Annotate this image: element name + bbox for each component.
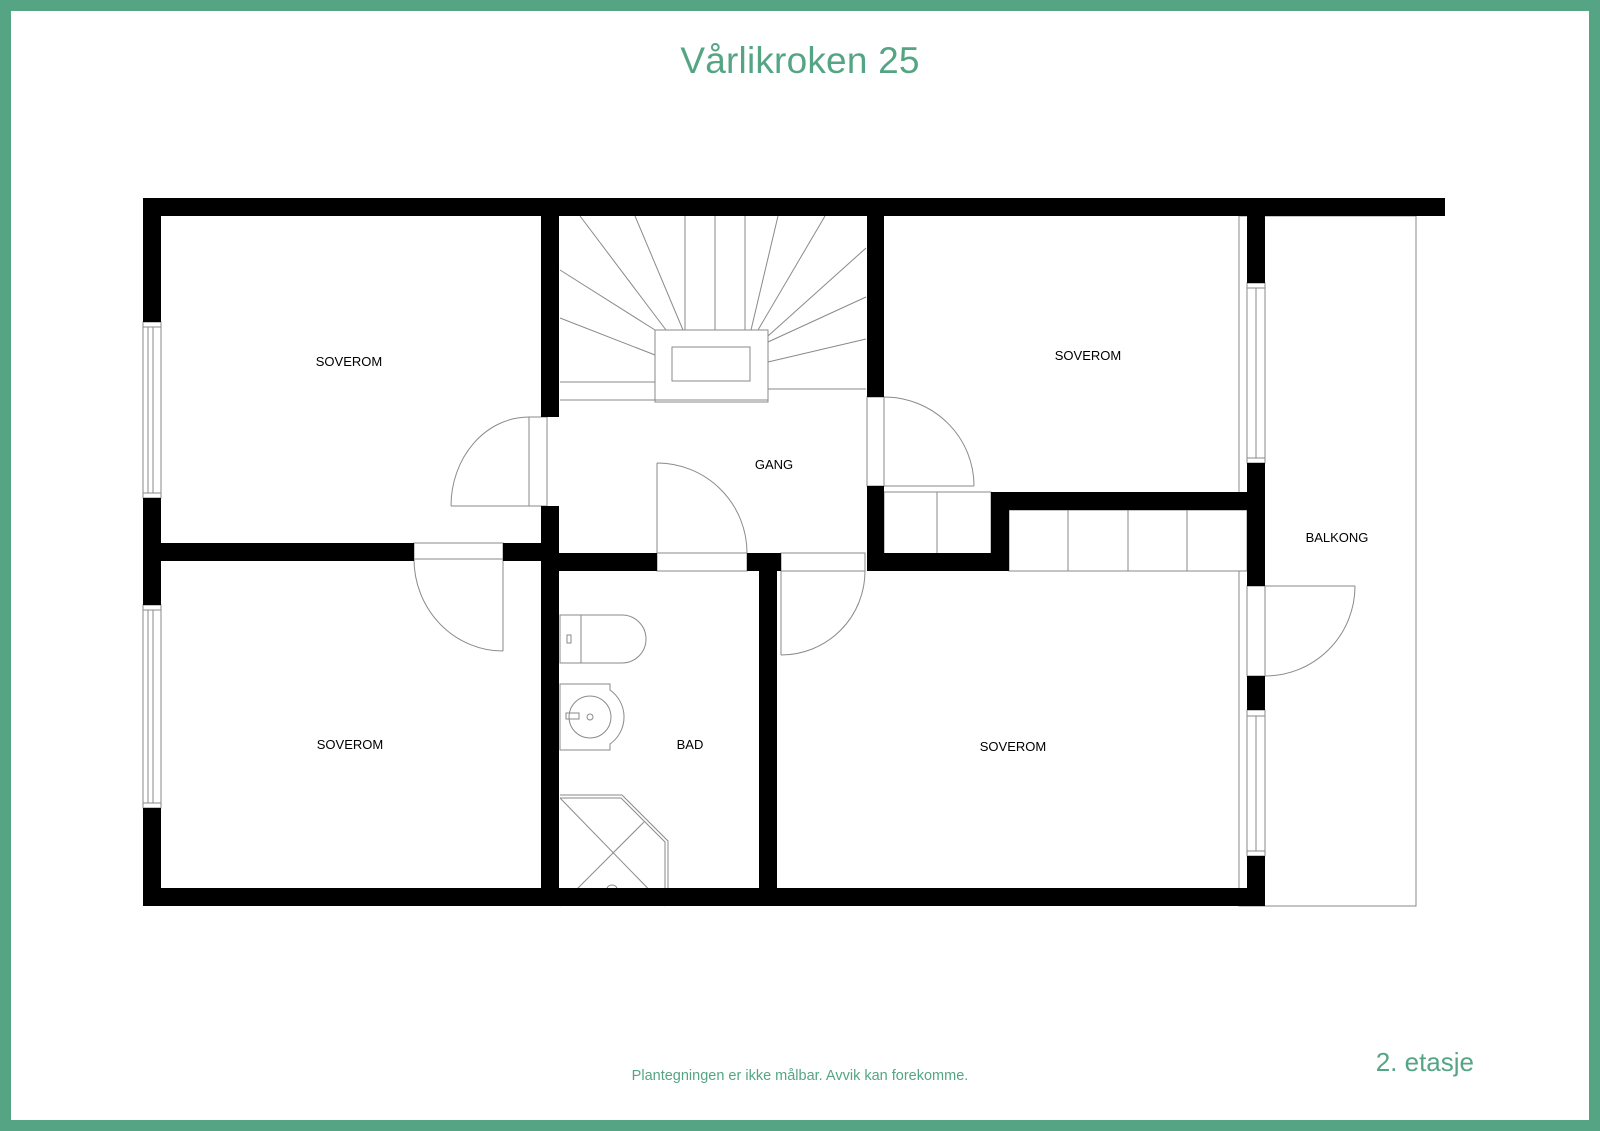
wardrobe-icon (1008, 509, 1248, 572)
door-icon (450, 416, 548, 507)
sink-icon (559, 683, 625, 751)
room-label-balkong: BALKONG (1306, 530, 1369, 545)
room-label-soverom-se: SOVEROM (980, 739, 1046, 754)
door-icon (656, 462, 748, 572)
floor-label: 2. etasje (1375, 1047, 1474, 1077)
disclaimer-text: Plantegningen er ikke målbar. Avvik kan … (631, 1068, 969, 1084)
room-label-soverom-ne: SOVEROM (1055, 348, 1121, 363)
closet-icon (883, 491, 992, 555)
window-icon (1246, 282, 1266, 464)
window-icon (1246, 709, 1266, 857)
staircase-icon (559, 215, 867, 403)
balcony-outline (1238, 215, 1417, 907)
toilet-icon (559, 614, 647, 664)
window-icon (142, 321, 162, 499)
room-label-soverom-nw: SOVEROM (316, 354, 382, 369)
window-icon (142, 604, 162, 809)
plan-linework (142, 215, 1417, 907)
room-label-soverom-sw: SOVEROM (317, 737, 383, 752)
door-icon (413, 542, 504, 652)
room-label-gang: GANG (755, 457, 793, 472)
door-icon (780, 552, 866, 656)
room-label-bad: BAD (677, 737, 704, 752)
page-title: Vårlikroken 25 (680, 40, 920, 81)
walls (143, 198, 1445, 906)
door-icon (866, 396, 975, 487)
